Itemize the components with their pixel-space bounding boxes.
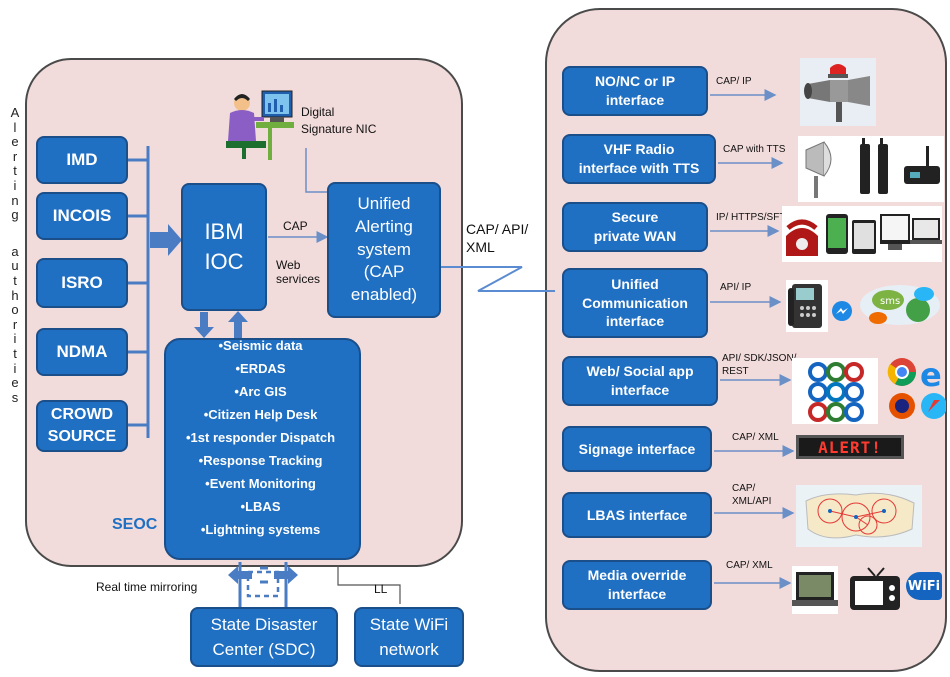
state-wifi-network-box: State WiFi network xyxy=(354,607,464,667)
signage-text: ALERT! xyxy=(818,437,882,457)
vertical-char: t xyxy=(13,272,17,288)
alerting-authorities-label: A l e r t i n g a u t h o r i t i e s xyxy=(8,105,22,406)
vertical-char: t xyxy=(13,163,17,179)
lbas-map-icon xyxy=(796,485,922,547)
interface-unified-communication: Unified Communication interface xyxy=(562,268,708,338)
web-services-label: Web services xyxy=(276,258,321,286)
authority-ndma: NDMA xyxy=(36,328,128,376)
module-item: •1st responder Dispatch xyxy=(186,430,336,445)
module-item: •Response Tracking xyxy=(198,453,323,468)
vertical-char: o xyxy=(11,302,19,318)
module-item: •Citizen Help Desk xyxy=(203,407,318,422)
unified-alerting-system-box: Unified Alerting system (CAP enabled) xyxy=(327,182,441,318)
ioc-modules-arrow-down xyxy=(194,312,214,338)
wifi-logo-text: WiFi xyxy=(907,578,941,594)
authority-crowd-source: CROWD SOURCE xyxy=(36,400,128,452)
ioc-modules-arrow-up xyxy=(228,311,248,338)
vertical-char: u xyxy=(11,258,19,274)
protocol-label: CAP/ XML xyxy=(726,560,773,571)
interface-arrows xyxy=(710,89,795,589)
digital-signature-text: Digital Signature NIC xyxy=(301,105,377,136)
vertical-char: t xyxy=(13,345,17,361)
browsers-icon: e xyxy=(887,356,946,419)
alert-signage-icon: ALERT! xyxy=(796,435,904,459)
protocol-label: API/ IP xyxy=(720,282,752,293)
vertical-word-authorities: a u t h o r i t i e s xyxy=(8,243,22,406)
protocol-label: IP/ HTTPS/SFTP xyxy=(716,212,793,223)
vertical-char: i xyxy=(13,360,17,376)
authority-imd: IMD xyxy=(36,136,128,184)
digital-signature-label: Digital Signature NIC xyxy=(301,104,381,138)
vertical-char: i xyxy=(13,177,17,193)
interface-lbas: LBAS interface xyxy=(562,492,712,538)
interface-media-override: Media override interface xyxy=(562,560,712,610)
protocol-label: CAP/ XML/API xyxy=(732,483,772,507)
protocol-label: CAP/ XML xyxy=(732,432,779,443)
svg-text:e: e xyxy=(920,356,942,394)
vertical-word-alerting: A l e r t i n g xyxy=(8,105,22,223)
ibm-ioc-box: IBM IOC xyxy=(181,183,267,311)
protocol-label: CAP with TTS xyxy=(723,144,786,155)
interface-secure-wan: Secure private WAN xyxy=(562,202,708,252)
messenger-icon xyxy=(832,301,852,321)
authority-incois: INCOIS xyxy=(36,192,128,240)
vertical-char: a xyxy=(11,243,19,259)
vertical-char: l xyxy=(13,119,17,135)
vertical-char: g xyxy=(11,207,19,223)
interface-vhf-radio: VHF Radio interface with TTS xyxy=(562,134,716,184)
wan-devices-icon xyxy=(782,206,942,262)
vertical-char: A xyxy=(10,105,20,120)
vertical-char: e xyxy=(11,375,19,391)
media-laptop-icon xyxy=(792,566,838,614)
seoc-label: SEOC xyxy=(112,516,158,533)
module-item: •Arc GIS xyxy=(234,384,287,399)
interface-no-nc-ip: NO/NC or IP interface xyxy=(562,66,708,116)
state-disaster-center-box: State Disaster Center (SDC) xyxy=(190,607,338,667)
authority-isro: ISRO xyxy=(36,258,128,308)
ip-phone-icon xyxy=(786,280,828,332)
interface-web-social-app: Web/ Social app interface xyxy=(562,356,718,406)
vertical-char: n xyxy=(11,192,19,208)
cap-api-xml-label: CAP/ API/ XML xyxy=(466,221,529,255)
siren-icon xyxy=(800,58,876,126)
ll-label: LL xyxy=(374,582,388,596)
module-item: •Lightning systems xyxy=(200,522,321,537)
lightning-link xyxy=(398,266,555,292)
protocol-label: CAP/ IP xyxy=(716,76,752,87)
cap-label: CAP xyxy=(283,219,308,233)
sms-chat-icon: sms xyxy=(860,285,940,325)
authorities-to-ioc-arrow xyxy=(150,224,182,256)
authorities-bus xyxy=(128,146,150,438)
modules-list: •Seismic data •ERDAS •Arc GIS •Citizen H… xyxy=(186,334,335,541)
vertical-char: s xyxy=(11,389,19,405)
vertical-char: h xyxy=(11,287,19,303)
interface-signage: Signage interface xyxy=(562,426,712,472)
vertical-char: e xyxy=(11,134,19,150)
tv-icon xyxy=(850,567,900,610)
computer-user-icon xyxy=(226,90,294,160)
module-item: •LBAS xyxy=(240,499,281,514)
vhf-radio-icon xyxy=(798,136,944,202)
vertical-char: r xyxy=(12,316,18,332)
module-item: •ERDAS xyxy=(235,361,286,376)
vertical-char: r xyxy=(12,148,18,164)
ll-line xyxy=(337,565,401,604)
sms-text: sms xyxy=(880,296,900,307)
vertical-char: i xyxy=(13,331,17,347)
module-item: •Seismic data xyxy=(218,338,303,353)
social-apps-icon xyxy=(792,358,878,424)
protocol-label: API/ SDK/JSON/ REST xyxy=(722,353,797,377)
wifi-logo-icon: WiFi xyxy=(906,572,942,600)
modules-box: •Seismic data •ERDAS •Arc GIS •Citizen H… xyxy=(164,338,361,560)
real-time-mirroring-label: Real time mirroring xyxy=(96,580,198,594)
module-item: •Event Monitoring xyxy=(205,476,316,491)
mirroring-arrows xyxy=(228,562,298,610)
